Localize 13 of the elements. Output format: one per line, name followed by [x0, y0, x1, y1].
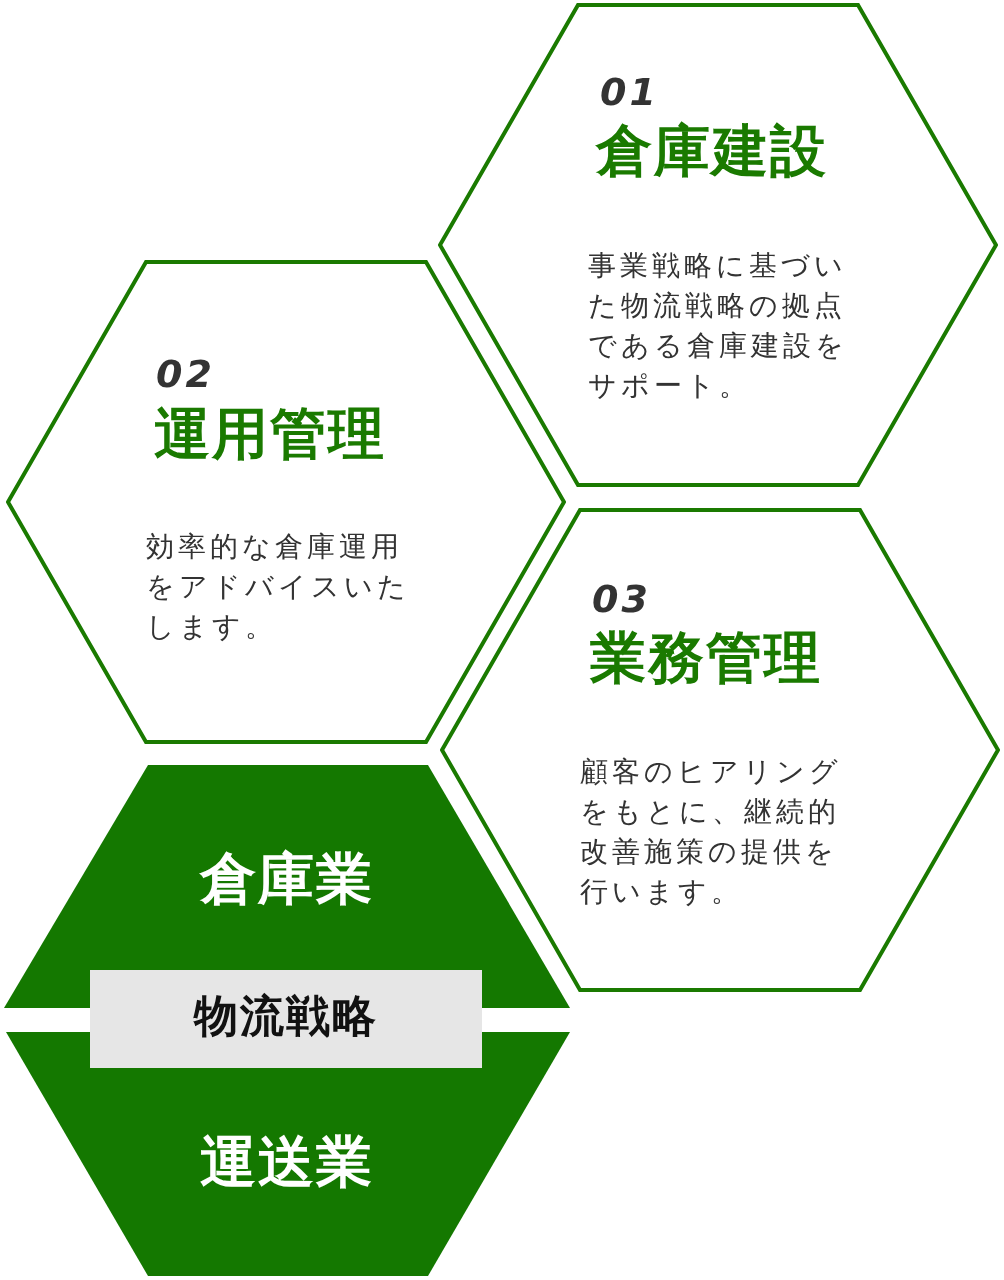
- step-number: 03: [592, 580, 651, 618]
- description: 事業戦略に基づいた物流戦略の拠点である倉庫建設をサポート。: [588, 248, 849, 404]
- heading: 倉庫建設: [596, 123, 828, 179]
- step-number: 02: [156, 355, 215, 393]
- panel-label: 倉庫業: [198, 851, 375, 907]
- heading: 運用管理: [154, 406, 386, 462]
- description: 顧客のヒアリングをもとに、継続的改善施策の提供を行います。: [580, 754, 843, 910]
- description: 効率的な倉庫運用をアドバイスいたします。: [146, 529, 411, 645]
- band-label: 物流戦略: [192, 994, 379, 1038]
- panel-label: 運送業: [199, 1134, 375, 1190]
- step-number: 01: [600, 73, 659, 111]
- heading: 業務管理: [590, 630, 822, 686]
- label-band: [90, 970, 482, 1068]
